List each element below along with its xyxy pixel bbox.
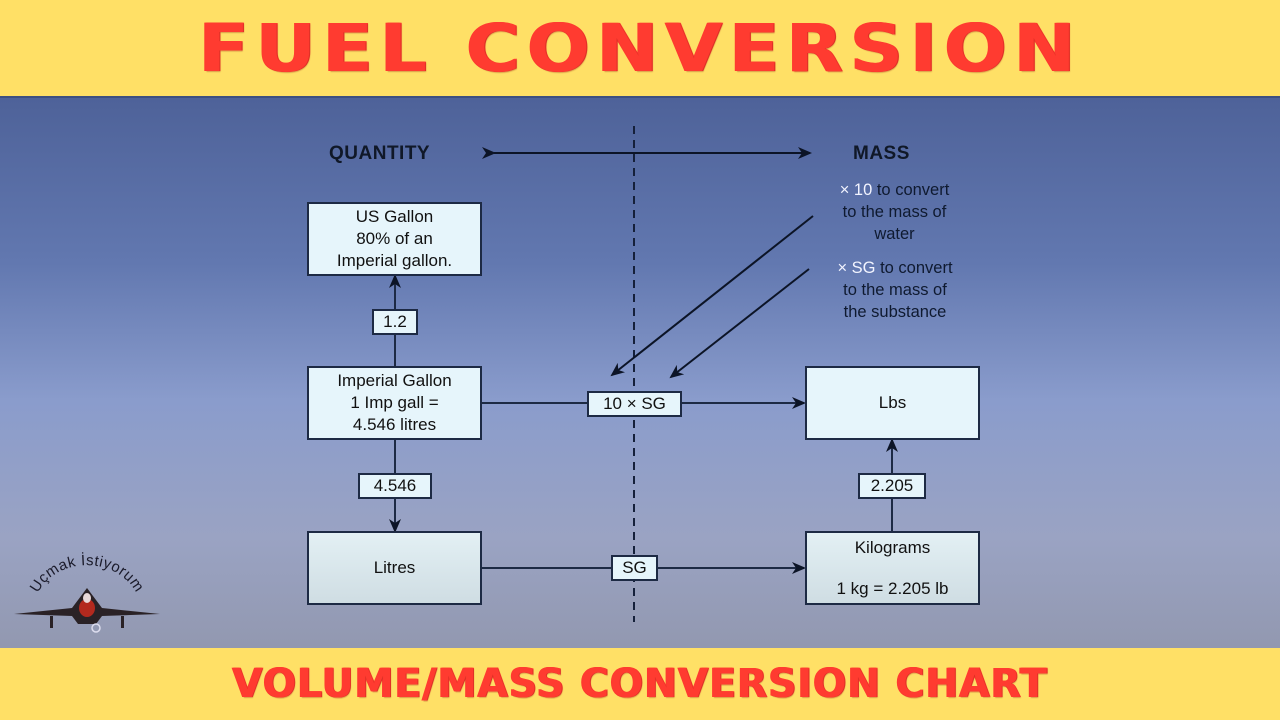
factor-imp-to-lbs: 10 × SG <box>587 391 682 417</box>
note-substance-highlight: × SG <box>837 259 876 277</box>
note-substance-line-2: to the mass of <box>843 281 947 299</box>
fighter-jet-icon <box>14 588 160 633</box>
factor-imp-to-us: 1.2 <box>372 309 418 335</box>
node-us-gallon-line-1: US Gallon <box>355 207 434 226</box>
factor-kg-to-lbs: 2.205 <box>858 473 926 499</box>
note-water-line-2: to the mass of <box>842 203 947 221</box>
note-water-highlight: × 10 <box>839 181 873 199</box>
node-imperial-gallon: Imperial Gallon 1 Imp gall = 4.546 litre… <box>307 366 482 440</box>
arrow-note-water <box>610 215 814 377</box>
node-kilograms: Kilograms 1 kg = 2.205 lb <box>805 531 980 605</box>
header-banner: FUEL CONVERSION <box>0 0 1280 96</box>
note-water: × 10 to convert to the mass of water <box>812 179 977 245</box>
note-substance: × SG to convert to the mass of the subst… <box>810 257 980 323</box>
node-kilograms-title: Kilograms <box>854 538 931 557</box>
node-litres: Litres <box>307 531 482 605</box>
page-title: FUEL CONVERSION <box>198 9 1082 87</box>
node-imperial-gallon-line-3: 4.546 litres <box>352 415 437 434</box>
node-lbs: Lbs <box>805 366 980 440</box>
note-water-line-3: water <box>874 225 915 243</box>
node-lbs-label: Lbs <box>878 393 907 412</box>
logo-arc-text-icon: Uçmak İstiyorum <box>27 551 147 595</box>
channel-logo: Uçmak İstiyorum <box>12 548 162 636</box>
node-us-gallon-line-3: Imperial gallon. <box>336 251 453 270</box>
node-litres-label: Litres <box>373 558 416 577</box>
quantity-label: QUANTITY <box>329 143 431 164</box>
node-us-gallon: US Gallon 80% of an Imperial gallon. <box>307 202 482 276</box>
factor-litres-to-kg: SG <box>611 555 658 581</box>
node-imperial-gallon-line-1: Imperial Gallon <box>337 371 452 390</box>
note-substance-line-3: the substance <box>843 303 947 321</box>
note-water-line-1: to convert <box>872 181 950 199</box>
note-substance-line-1: to convert <box>875 259 953 277</box>
arrow-note-substance <box>669 268 810 379</box>
node-kilograms-subtitle: 1 kg = 2.205 lb <box>836 579 949 598</box>
footer-title: VOLUME/MASS CONVERSION CHART <box>232 661 1048 707</box>
node-imperial-gallon-line-2: 1 Imp gall = <box>350 393 439 412</box>
mass-label: MASS <box>853 143 910 164</box>
footer-banner: VOLUME/MASS CONVERSION CHART <box>0 648 1280 720</box>
factor-imp-to-litres: 4.546 <box>358 473 432 499</box>
node-us-gallon-line-2: 80% of an <box>356 229 433 248</box>
